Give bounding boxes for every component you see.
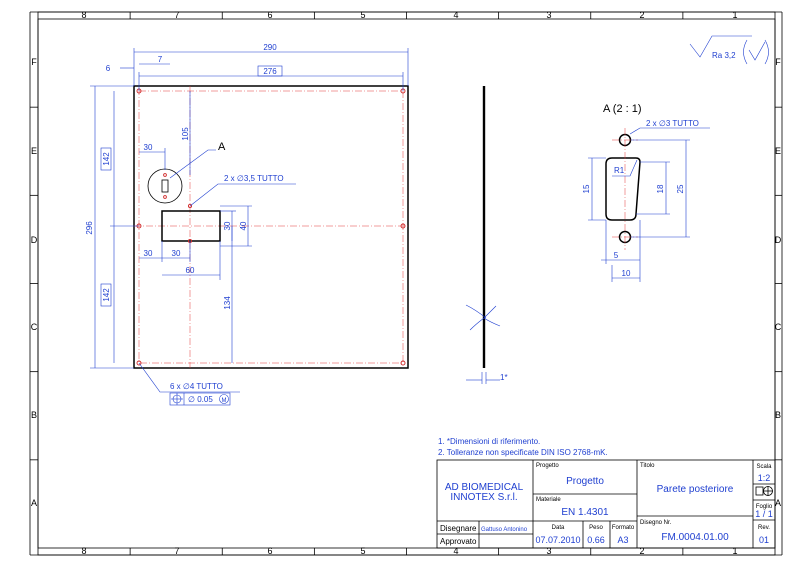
detail-title: A (2 : 1) <box>603 103 642 115</box>
formato-label: Formato <box>612 525 635 531</box>
col-label-bottom: 8 <box>81 546 86 556</box>
peso-value: 0.66 <box>587 535 605 545</box>
detail-holes: 2 x ∅3 TUTTO <box>646 119 699 128</box>
holes-4-label: 6 x ∅4 TUTTO <box>170 382 223 391</box>
rev-label: Rev. <box>758 525 770 531</box>
disegnare-value: Gattuso Antonino <box>481 527 528 533</box>
detail-dim-25: 25 <box>676 184 685 193</box>
approvato-label: Approvato <box>440 537 477 546</box>
progetto-label: Progetto <box>536 463 559 469</box>
thickness-label: 1* <box>500 373 508 382</box>
holes-35-label: 2 x ∅3,5 TUTTO <box>224 174 284 183</box>
detail-a-view <box>588 127 710 282</box>
detail-dim-5: 5 <box>614 251 619 260</box>
scala-label: Scala <box>756 464 772 470</box>
dim-60: 60 <box>186 266 195 275</box>
col-label-top: 3 <box>546 10 551 20</box>
detail-dim-18: 18 <box>656 184 665 193</box>
dim-30-top: 30 <box>144 143 153 152</box>
dim-30-bottom-left: 30 <box>144 249 153 258</box>
roughness-value: Ra 3,2 <box>712 51 736 60</box>
col-label-top: 6 <box>267 10 272 20</box>
row-label-right: B <box>775 410 781 420</box>
plate-main-view <box>133 85 409 369</box>
col-label-top: 2 <box>639 10 644 20</box>
col-label-top: 4 <box>453 10 458 20</box>
disegnare-label: Disegnare <box>440 524 477 533</box>
col-label-top: 1 <box>732 10 737 20</box>
col-label-bottom: 2 <box>639 546 644 556</box>
col-label-top: 8 <box>81 10 86 20</box>
col-label-bottom: 1 <box>732 546 737 556</box>
progetto-value: Progetto <box>566 476 604 487</box>
dim-7: 7 <box>158 55 163 64</box>
detail-dim-15: 15 <box>582 184 591 193</box>
dim-105: 105 <box>181 127 190 141</box>
note-1: 1. *Dimensioni di riferimento. <box>438 437 540 446</box>
section-marker-a: A <box>218 141 226 153</box>
dim-30-vertical: 30 <box>223 221 232 230</box>
row-label-right: A <box>775 498 781 508</box>
disegno-value: FM.0004.01.00 <box>661 532 729 543</box>
company-name-2: INNOTEX S.r.l. <box>450 492 517 503</box>
roughness-symbol: Ra 3,2 <box>689 35 769 65</box>
materiale-label: Materiale <box>536 497 561 503</box>
row-label-left: B <box>31 410 37 420</box>
row-label-right: F <box>775 57 781 67</box>
dim-30-bottom-right: 30 <box>172 249 181 258</box>
dim-6: 6 <box>106 64 111 73</box>
dim-276-box <box>257 65 283 77</box>
tolerance-modifier: M <box>222 398 227 404</box>
dim-142a-box <box>100 147 112 171</box>
data-label: Data <box>552 525 565 531</box>
col-label-bottom: 6 <box>267 546 272 556</box>
tolerance-frame: ∅ 0.05 M <box>169 392 231 406</box>
row-label-right: D <box>775 235 782 245</box>
company-name-1: AD BIOMEDICAL <box>445 482 524 493</box>
dim-276: 276 <box>263 67 277 76</box>
peso-label: Peso <box>589 525 603 531</box>
row-label-left: F <box>31 57 37 67</box>
col-label-top: 5 <box>360 10 365 20</box>
plate-side-view: 1* <box>465 86 508 384</box>
row-label-left: C <box>31 322 38 332</box>
dim-142b: 142 <box>102 288 111 302</box>
row-label-right: C <box>775 322 782 332</box>
col-label-top: 7 <box>174 10 179 20</box>
foglio-label: Foglio <box>756 504 773 510</box>
scala-value: 1:2 <box>758 473 771 483</box>
title-block <box>436 459 776 549</box>
dim-290: 290 <box>263 43 277 52</box>
main-dimensions <box>90 48 409 393</box>
foglio-value: 1 / 1 <box>755 509 773 519</box>
detail-radius: R1 <box>614 166 625 175</box>
sheet-frame <box>29 11 783 556</box>
data-value: 07.07.2010 <box>535 535 580 545</box>
materiale-value: EN 1.4301 <box>561 507 609 518</box>
row-label-right: E <box>775 146 781 156</box>
dim-134: 134 <box>223 296 232 310</box>
col-label-bottom: 3 <box>546 546 551 556</box>
row-label-left: D <box>31 235 38 245</box>
dim-142a: 142 <box>102 152 111 166</box>
titolo-label: Titolo <box>640 463 655 469</box>
titolo-value: Parete posteriore <box>657 484 734 495</box>
tolerance-value: ∅ 0.05 <box>188 395 213 404</box>
dim-142b-box <box>100 283 112 307</box>
note-2: 2. Tolleranze non specificate DIN ISO 27… <box>438 448 608 457</box>
formato-value: A3 <box>617 535 628 545</box>
col-label-bottom: 4 <box>453 546 458 556</box>
row-label-left: A <box>31 498 37 508</box>
row-label-left: E <box>31 146 37 156</box>
rev-value: 01 <box>759 535 769 545</box>
disegno-label: Disegno Nr. <box>640 520 672 526</box>
dim-40: 40 <box>239 221 248 230</box>
col-label-bottom: 7 <box>174 546 179 556</box>
dim-296: 296 <box>85 221 94 235</box>
col-label-bottom: 5 <box>360 546 365 556</box>
detail-dim-10: 10 <box>622 269 631 278</box>
